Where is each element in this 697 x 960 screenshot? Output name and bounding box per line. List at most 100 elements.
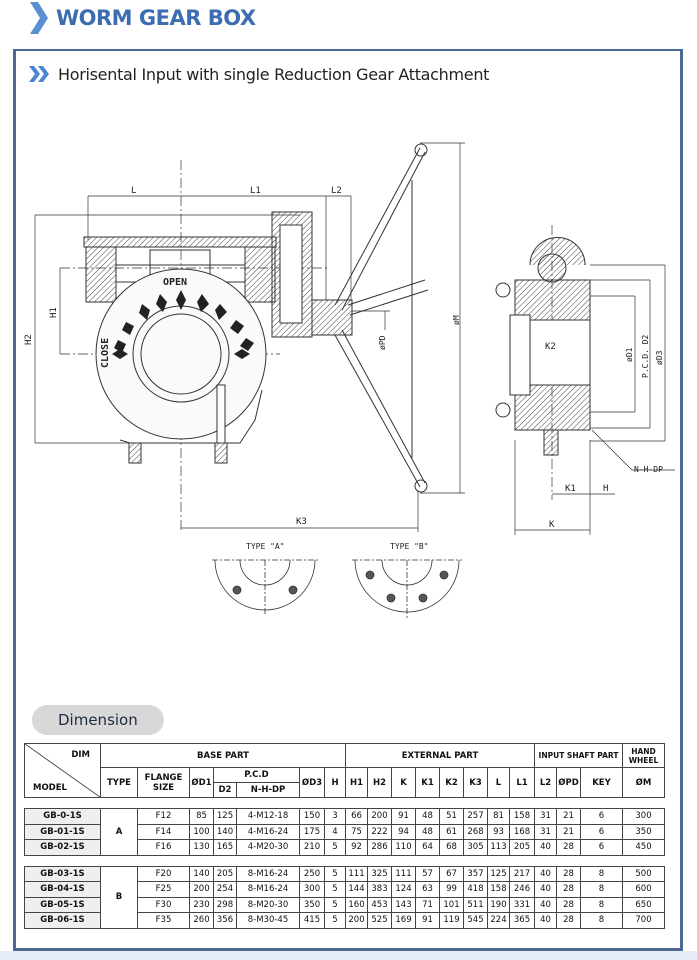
cell-d1: 260	[189, 912, 214, 929]
table-spacer-row	[24, 854, 665, 867]
group-header-hand: HAND WHEEL	[622, 743, 665, 768]
cell-d1: 100	[189, 823, 214, 840]
cell-k: 169	[391, 912, 416, 929]
dim-label-d2: P.C.D. D2	[641, 334, 650, 378]
dim-label-l: L	[131, 186, 136, 196]
cell-m: 650	[622, 896, 665, 913]
close-label: CLOSE	[100, 338, 111, 368]
model-cell: GB-04-1S	[24, 881, 101, 898]
cell-l1: 246	[509, 881, 535, 898]
cell-k: 110	[391, 839, 416, 856]
cell-pd: 21	[556, 808, 581, 825]
cell-key: 8	[580, 896, 623, 913]
cell-k2: 68	[439, 839, 464, 856]
cell-k: 143	[391, 896, 416, 913]
col-header-l: L	[487, 767, 510, 798]
dim-label-k1: K1	[565, 484, 576, 494]
col-header-k2: K2	[439, 767, 464, 798]
open-label: OPEN	[163, 277, 187, 288]
col-header-pd: ØPD	[556, 767, 581, 798]
type-b-label: TYPE "B"	[390, 542, 429, 551]
cell-d3: 175	[299, 823, 325, 840]
cell-h2: 525	[367, 912, 392, 929]
cell-k1: 57	[415, 865, 440, 882]
flange-type-a	[212, 559, 318, 615]
cell-l2: 31	[534, 808, 557, 825]
gear-teeth	[112, 290, 254, 359]
cell-pd: 28	[556, 881, 581, 898]
col-header-flange: FLANGE SIZE	[137, 767, 190, 798]
cell-k2: 51	[439, 808, 464, 825]
cell-l: 93	[487, 823, 510, 840]
cell-k3: 357	[463, 865, 488, 882]
corner-dim-label: DIM	[71, 750, 90, 760]
cell-d2: 298	[213, 896, 237, 913]
cell-k1: 64	[415, 839, 440, 856]
double-chevron-right-icon	[29, 66, 49, 82]
cell-l1: 365	[509, 912, 535, 929]
cell-h1: 200	[345, 912, 368, 929]
dim-label-nhdp: N-H-DP	[634, 465, 663, 474]
cell-k2: 99	[439, 881, 464, 898]
cell-h1: 160	[345, 896, 368, 913]
cell-l: 190	[487, 896, 510, 913]
cell-d1: 140	[189, 865, 214, 882]
cell-l2: 40	[534, 881, 557, 898]
cell-pd: 21	[556, 823, 581, 840]
cell-key: 8	[580, 912, 623, 929]
cell-key: 8	[580, 881, 623, 898]
cell-nhdp: 4-M12-18	[236, 808, 300, 825]
cell-h2: 325	[367, 865, 392, 882]
cell-m: 500	[622, 865, 665, 882]
cell-k3: 511	[463, 896, 488, 913]
cell-h1: 75	[345, 823, 368, 840]
front-view: OPEN CLOSE	[34, 142, 465, 532]
cell-m: 350	[622, 823, 665, 840]
cell-h2: 383	[367, 881, 392, 898]
dim-label-k3: K3	[296, 517, 307, 527]
cell-k2: 61	[439, 823, 464, 840]
technical-drawing: OPEN CLOSE L L1 L2 H2 H1 K3 øPD	[24, 142, 675, 620]
cell-l2: 31	[534, 823, 557, 840]
cell-d2: 165	[213, 839, 237, 856]
model-cell: GB-01-1S	[24, 823, 101, 840]
cell-l1: 217	[509, 865, 535, 882]
dim-label-h: H	[603, 484, 608, 494]
cell-l: 158	[487, 881, 510, 898]
model-cell: GB-05-1S	[24, 896, 101, 913]
model-cell: GB-0-1S	[24, 808, 101, 825]
col-header-d2: D2	[213, 782, 237, 798]
side-view-labels: K2 øD1 P.C.D. D2 øD3 N-H-DP K1 H K	[545, 334, 664, 530]
cell-m: 450	[622, 839, 665, 856]
cell-k3: 545	[463, 912, 488, 929]
cell-h: 5	[324, 865, 346, 882]
cell-pd: 28	[556, 839, 581, 856]
cell-h: 5	[324, 881, 346, 898]
col-header-type: TYPE	[100, 767, 138, 798]
cell-h2: 222	[367, 823, 392, 840]
cell-k1: 71	[415, 896, 440, 913]
cell-h: 5	[324, 839, 346, 856]
col-header-h1: H1	[345, 767, 368, 798]
dimension-table: DIM MODEL BASE PART EXTERNAL PART INPUT …	[24, 743, 665, 929]
col-header-pcd: P.C.D	[213, 767, 300, 783]
cell-h1: 111	[345, 865, 368, 882]
chevron-right-icon	[30, 2, 48, 34]
cell-d2: 254	[213, 881, 237, 898]
cell-h1: 92	[345, 839, 368, 856]
cell-nhdp: 8-M20-30	[236, 896, 300, 913]
cell-d3: 300	[299, 881, 325, 898]
cell-l1: 205	[509, 839, 535, 856]
col-header-nhdp: N-H-DP	[236, 782, 300, 798]
corner-header: DIM MODEL	[24, 743, 101, 798]
group-header-base: BASE PART	[100, 743, 346, 768]
cell-k3: 305	[463, 839, 488, 856]
